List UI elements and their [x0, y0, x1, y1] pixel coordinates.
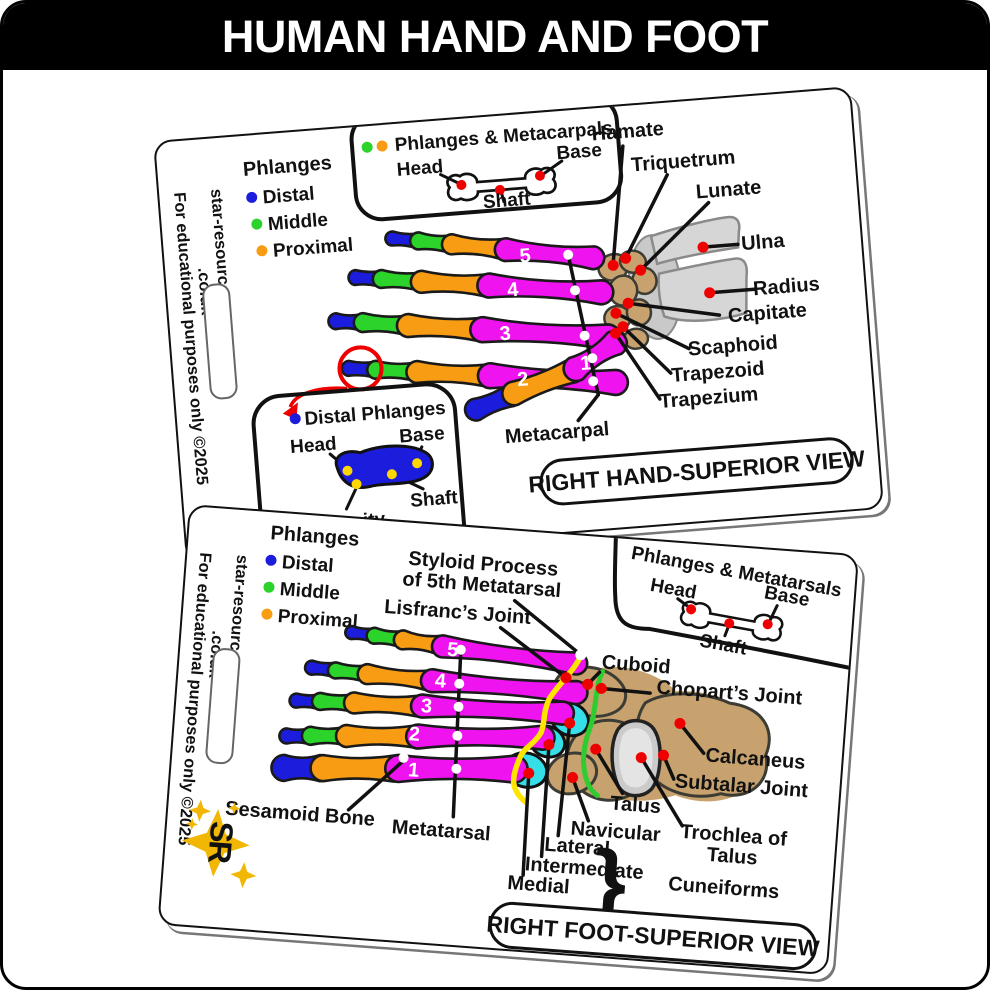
- hand-illustration: star-resources .co.uk For educational pu…: [170, 94, 866, 562]
- marker-dot: [534, 170, 545, 181]
- digit-5: 5: [519, 245, 532, 268]
- sr-logo-text: SR: [201, 820, 240, 865]
- carpal-bones: [597, 249, 658, 353]
- label-lateral: Lateral: [544, 834, 611, 861]
- foot-banner: RIGHT FOOT-SUPERIOR VIEW: [486, 901, 820, 971]
- distal-inset-shaft: Shaft: [409, 487, 459, 512]
- label-talus: Talus: [610, 792, 662, 818]
- label-hamate: Hamate: [591, 118, 665, 146]
- distal-inset-base: Base: [398, 423, 445, 447]
- hand-notice-text: For educational purposes only ©2025: [170, 192, 211, 486]
- hand-banner: RIGHT HAND-SUPERIOR VIEW: [527, 437, 866, 506]
- digit-3: 3: [420, 695, 433, 718]
- label-lunate: Lunate: [695, 176, 762, 203]
- digit-4: 4: [434, 670, 448, 693]
- label-cuneiforms: Cuneiforms: [667, 873, 779, 903]
- label-scaphoid: Scaphoid: [687, 332, 778, 361]
- hand-digit-numbers: 5 4 3 2 1: [499, 245, 592, 391]
- star-sparkles: [181, 799, 257, 889]
- star-icon: [186, 818, 198, 831]
- legend-middle-dot: [263, 581, 275, 593]
- hand-inset-head: Head: [396, 156, 444, 181]
- bone-segment: [404, 723, 556, 751]
- hand-legend-middle: Middle: [267, 210, 329, 236]
- star-icon: [181, 809, 250, 877]
- legend-proximal-dot: [256, 245, 268, 257]
- inset-orange-dot: [376, 140, 388, 152]
- label-metatarsal: Metatarsal: [391, 816, 491, 845]
- digit-2: 2: [408, 723, 421, 746]
- poster-header: HUMAN HAND AND FOOT: [3, 3, 987, 70]
- inset-blue-dot: [289, 413, 301, 425]
- star-icon: [189, 799, 212, 822]
- foot-legend-middle: Middle: [279, 579, 341, 604]
- badge-slot: [205, 648, 241, 765]
- hand-inset-box: Phlanges & Metacarpals Head Base Shaft: [349, 94, 624, 222]
- label-lisfranc: Lisfranc’s Joint: [383, 596, 532, 629]
- label-trapezoid: Trapezoid: [670, 358, 765, 387]
- bone-segment: [476, 272, 615, 306]
- label-trapezium: Trapezium: [659, 383, 759, 413]
- ulna-bone: [649, 215, 741, 266]
- label-metacarpal: Metacarpal: [504, 418, 610, 448]
- sr-logo: SR: [181, 799, 257, 889]
- digit-2: 2: [516, 368, 529, 391]
- bone-segment: [409, 693, 576, 726]
- hand-legend-title: Phlanges: [242, 152, 332, 181]
- distal-phalanx-diagram: [334, 444, 434, 489]
- marker-dot: [494, 184, 505, 195]
- label-ulna: Ulna: [740, 230, 786, 255]
- foot-legend: Phlanges Distal Middle Proximal: [261, 522, 360, 633]
- inset-green-dot: [361, 141, 373, 153]
- bone-diagram: [446, 166, 557, 202]
- hand-inset-base: Base: [556, 140, 603, 164]
- label-sesamoid: Sesamoid Bone: [224, 798, 375, 831]
- legend-distal-dot: [246, 191, 258, 203]
- bone-segment: [493, 236, 606, 271]
- digit-5: 5: [446, 639, 459, 662]
- foot-leader-lines: [346, 598, 706, 877]
- foot-inset-shaft: Shaft: [698, 631, 749, 660]
- bone-segment: [419, 667, 589, 706]
- hand-legend: Phlanges Distal Middle Proximal: [242, 152, 354, 262]
- foot-notice-text: For educational purposes only ©2025: [174, 552, 214, 846]
- label-triquetrum: Triquetrum: [630, 146, 736, 176]
- foot-illustration: star-resources .co.uk For educational pu…: [174, 522, 851, 971]
- badge-slot: [202, 283, 238, 400]
- legend-middle-dot: [251, 218, 263, 230]
- foot-legend-title: Phlanges: [270, 522, 360, 551]
- hand-finger-bones: [327, 230, 630, 422]
- hand-legend-distal: Distal: [262, 184, 315, 209]
- digit-4: 4: [506, 279, 520, 302]
- digit-1: 1: [407, 759, 420, 782]
- label-medial: Medial: [507, 872, 571, 899]
- hand-card: star-resources .co.uk For educational pu…: [153, 86, 885, 564]
- legend-proximal-dot: [261, 608, 273, 620]
- hand-inset-shaft: Shaft: [482, 189, 532, 214]
- star-icon: [228, 802, 241, 815]
- foot-card: star-resources .co.uk For educational pu…: [157, 504, 860, 976]
- hand-leader-lines: [607, 144, 757, 401]
- foot-legend-distal: Distal: [281, 552, 334, 577]
- legend-distal-dot: [265, 554, 277, 566]
- label-capitate: Capitate: [727, 299, 807, 327]
- hand-legend-proximal: Proximal: [272, 235, 354, 262]
- metatarsal-pointer: [451, 644, 466, 819]
- digit-3: 3: [499, 323, 512, 346]
- label-radius: Radius: [752, 273, 820, 300]
- foot-inset-head: Head: [649, 575, 698, 604]
- chopart-joint-line: [580, 668, 606, 798]
- lisfranc-joint-line: [510, 651, 585, 805]
- marker-dot: [456, 179, 467, 190]
- label-cuboid: Cuboid: [601, 651, 671, 678]
- poster-title: HUMAN HAND AND FOOT: [221, 10, 769, 62]
- foot-digit-numbers: 5 4 3 2 1: [407, 639, 459, 782]
- metacarpal-pointer: [563, 249, 601, 423]
- label-trochlea-2: Talus: [706, 844, 758, 870]
- star-icon: [230, 862, 257, 889]
